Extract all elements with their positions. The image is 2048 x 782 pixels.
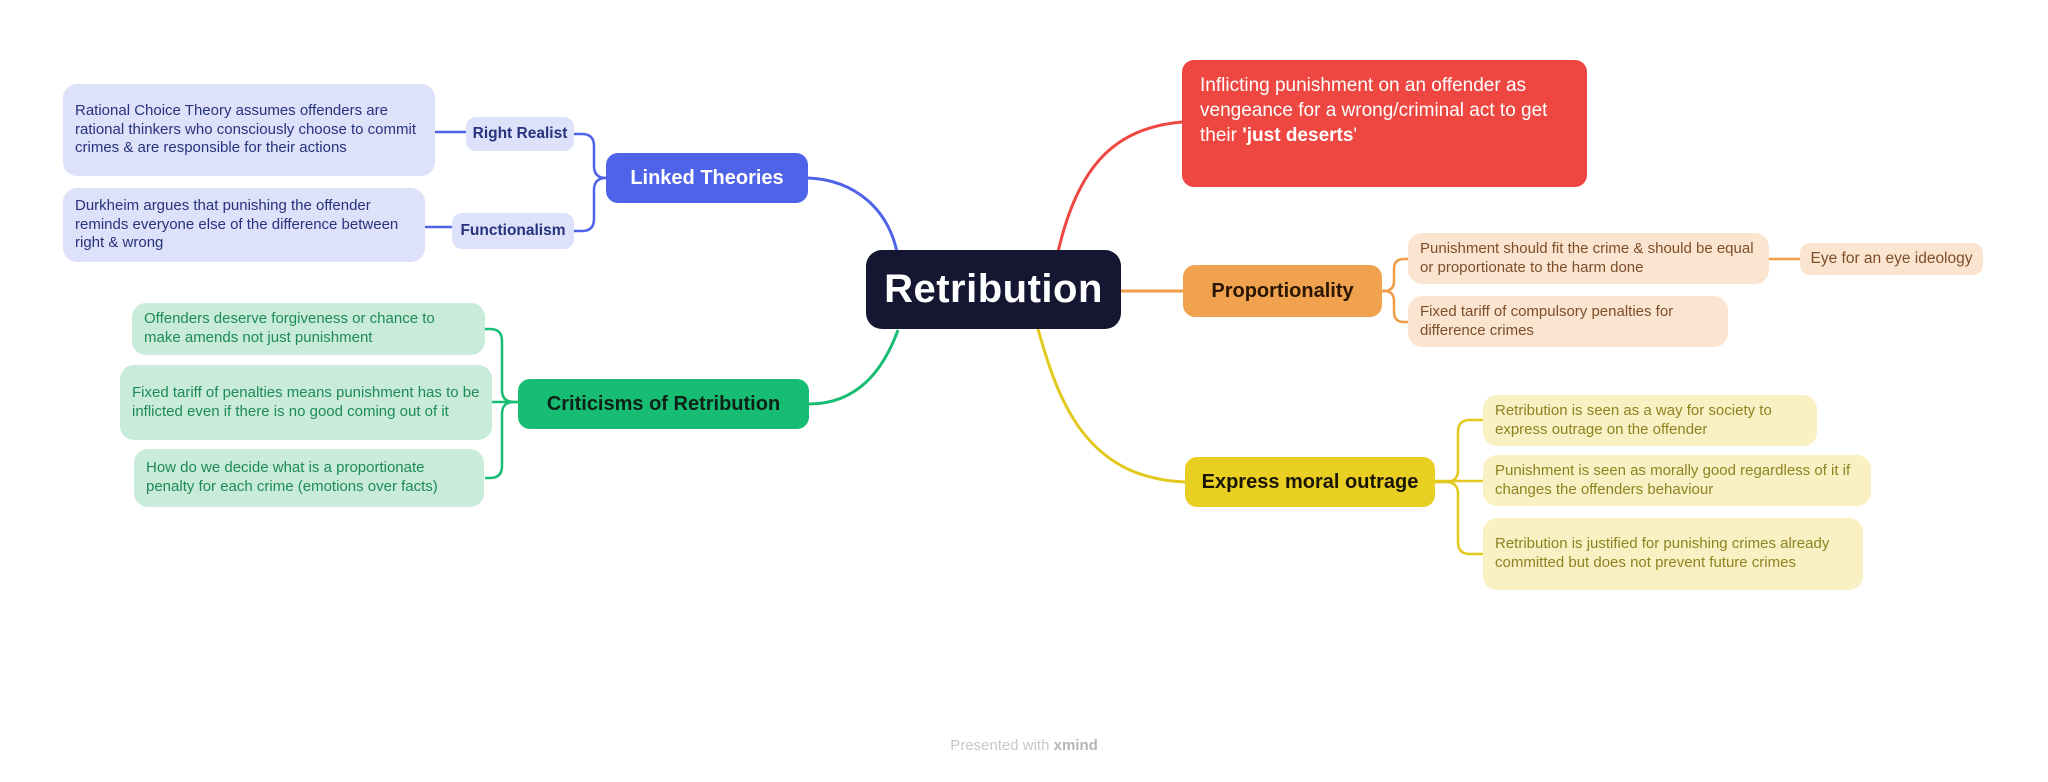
note-criticism-fixed-tariff[interactable]: Fixed tariff of penalties means punishme… — [120, 365, 492, 440]
note-criticism-proportionate[interactable]: How do we decide what is a proportionate… — [134, 449, 484, 507]
topic-linked-theories[interactable]: Linked Theories — [606, 153, 808, 203]
subtopic-eye-for-an-eye[interactable]: Eye for an eye ideology — [1800, 243, 1983, 275]
topic-criticisms[interactable]: Criticisms of Retribution — [518, 379, 809, 429]
definition-emphasis: 'just deserts — [1242, 125, 1354, 147]
connector-criticisms — [808, 329, 900, 406]
connector-bracket-prop-lower — [1382, 289, 1408, 324]
root-node-retribution[interactable]: Retribution — [866, 250, 1121, 329]
connector-bracket-outrage-upper — [1435, 418, 1483, 484]
connector-bracket-linked-upper — [574, 132, 607, 180]
subtopic-right-realist[interactable]: Right Realist — [466, 117, 574, 151]
note-society-outrage[interactable]: Retribution is seen as a way for society… — [1483, 395, 1817, 446]
connector-bracket-crit-lower — [485, 400, 515, 480]
definition-suffix: ' — [1353, 125, 1358, 147]
definition-text: Inflicting punishment on an offender as … — [1200, 75, 1548, 147]
connector-definition — [1056, 120, 1183, 253]
definition-note[interactable]: Inflicting punishment on an offender as … — [1182, 60, 1587, 187]
connector-bracket-outrage-lower — [1435, 480, 1483, 556]
footer-prefix: Presented with — [950, 737, 1054, 754]
note-durkheim[interactable]: Durkheim argues that punishing the offen… — [63, 188, 425, 262]
xmind-brand: xmind — [1053, 737, 1098, 754]
note-criticism-forgiveness[interactable]: Offenders deserve forgiveness or chance … — [132, 303, 485, 355]
note-punish-past-crimes[interactable]: Retribution is justified for punishing c… — [1483, 518, 1863, 590]
note-compulsory-penalties[interactable]: Fixed tariff of compulsory penalties for… — [1408, 296, 1728, 347]
note-rational-choice[interactable]: Rational Choice Theory assumes offenders… — [63, 84, 435, 176]
connector-bracket-linked-lower — [574, 176, 607, 233]
connector-bracket-prop-upper — [1382, 257, 1408, 293]
footer-watermark: Presented with xmind — [950, 737, 1098, 754]
connector-linked-theories — [807, 176, 899, 253]
subtopic-functionalism[interactable]: Functionalism — [452, 213, 574, 249]
note-punishment-fit-crime[interactable]: Punishment should fit the crime & should… — [1408, 233, 1769, 284]
topic-proportionality[interactable]: Proportionality — [1183, 265, 1382, 317]
connector-moral-outrage — [1036, 328, 1186, 484]
note-morally-good[interactable]: Punishment is seen as morally good regar… — [1483, 455, 1871, 506]
topic-express-moral-outrage[interactable]: Express moral outrage — [1185, 457, 1435, 507]
